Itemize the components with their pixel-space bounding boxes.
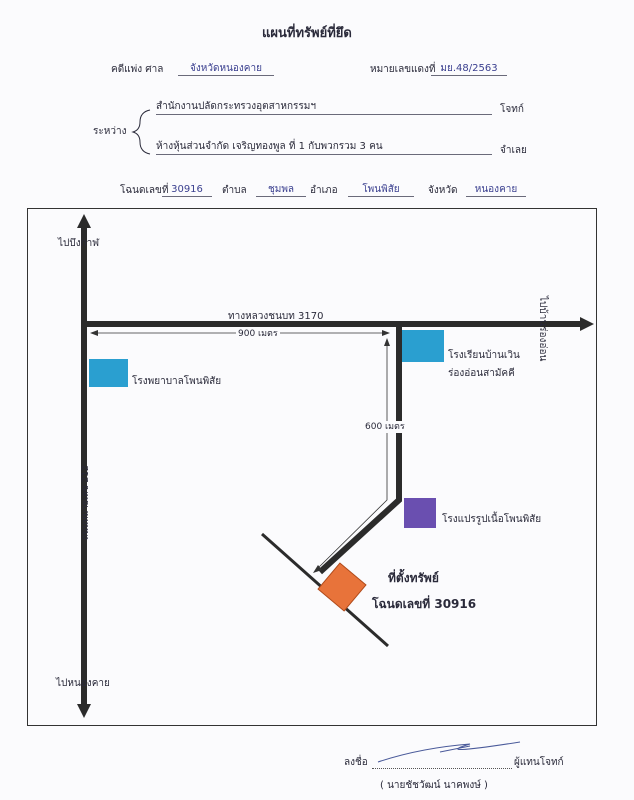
signature-scribble [377,741,521,763]
sign-label: ลงชื่อ [344,757,368,768]
access-road [317,324,402,575]
school-marker [402,330,444,362]
factory-marker [404,498,436,528]
arrow-down-icon [77,704,91,718]
arrow-up-icon [77,214,91,228]
plaintiff-role: โจทก์ [500,104,524,115]
to-bueng-kan-label: ไปบึงกาฬ [58,238,100,249]
dim-arrow-down-icon [313,565,322,573]
hospital-label: โรงพยาบาลโพนพิสัย [132,376,222,387]
between-label: ระหว่าง [93,126,127,137]
page-title: แผนที่ทรัพย์ที่ยึด [262,26,352,41]
between-brace [131,109,151,155]
case-number-label: หมายเลขแดงที่ [370,64,436,75]
plaintiff-underline [156,114,492,115]
deed-number: 30916 [162,184,212,197]
distance-600-label: 600 เมตร [364,421,406,433]
property-label-line1: ที่ตั้งทรัพย์ [388,571,439,585]
school-label-line1: โรงเรียนบ้านเวิน [448,350,520,361]
factory-label: โรงแปรรูปเนื้อโพนพิสัย [442,514,542,525]
dim-arrow-right-icon [382,330,390,336]
province-value: หนองคาย [466,184,526,197]
dim-arrow-up-icon [384,338,390,346]
signer-role: ผู้แทนโจทก์ [514,757,564,768]
highway-3170-label: ทางหลวงชนบท 3170 [228,311,324,322]
dimension-600-line [315,342,388,571]
case-number: มย.48/2563 [431,63,507,76]
highway-212-label: ถนนหมายเลข 212 [81,465,91,540]
defendant-underline [156,154,492,155]
dim-arrow-left-icon [90,330,98,336]
property-label-line2: โฉนดเลขที่ 30916 [372,597,477,611]
district-value: โพนพิสัย [348,184,414,197]
province-label: จังหวัด [428,185,458,196]
arrow-right-icon [580,317,594,331]
to-ban-rong-on-label: ไปบ้านร่องอ่อน [537,296,548,362]
deed-label: โฉนดเลขที่ [120,185,169,196]
defendant-name: ห้างหุ้นส่วนจำกัด เจริญทองพูล ที่ 1 กับพ… [156,141,383,152]
signature-line [372,768,512,769]
court-name: จังหวัดหนองคาย [178,63,274,76]
map-frame [27,208,597,726]
defendant-role: จำเลย [500,145,527,156]
plaintiff-name: สำนักงานปลัดกระทรวงอุตสาหกรรมฯ [156,101,316,112]
hospital-marker [89,359,128,387]
signer-name: ( นายชัชวัฒน์ นาคพงษ์ ) [380,780,488,791]
to-nong-khai-label: ไปหนองคาย [56,678,110,689]
school-label-line2: ร่องอ่อนสามัคคี [448,368,515,379]
subdistrict-label: ตำบล [222,185,247,196]
distance-900-label: 900 เมตร [236,328,280,340]
district-label: อำเภอ [310,185,338,196]
property-marker [317,562,367,612]
subdistrict-value: ชุมพล [256,184,306,197]
case-label: คดีแพ่ง ศาล [111,64,164,75]
